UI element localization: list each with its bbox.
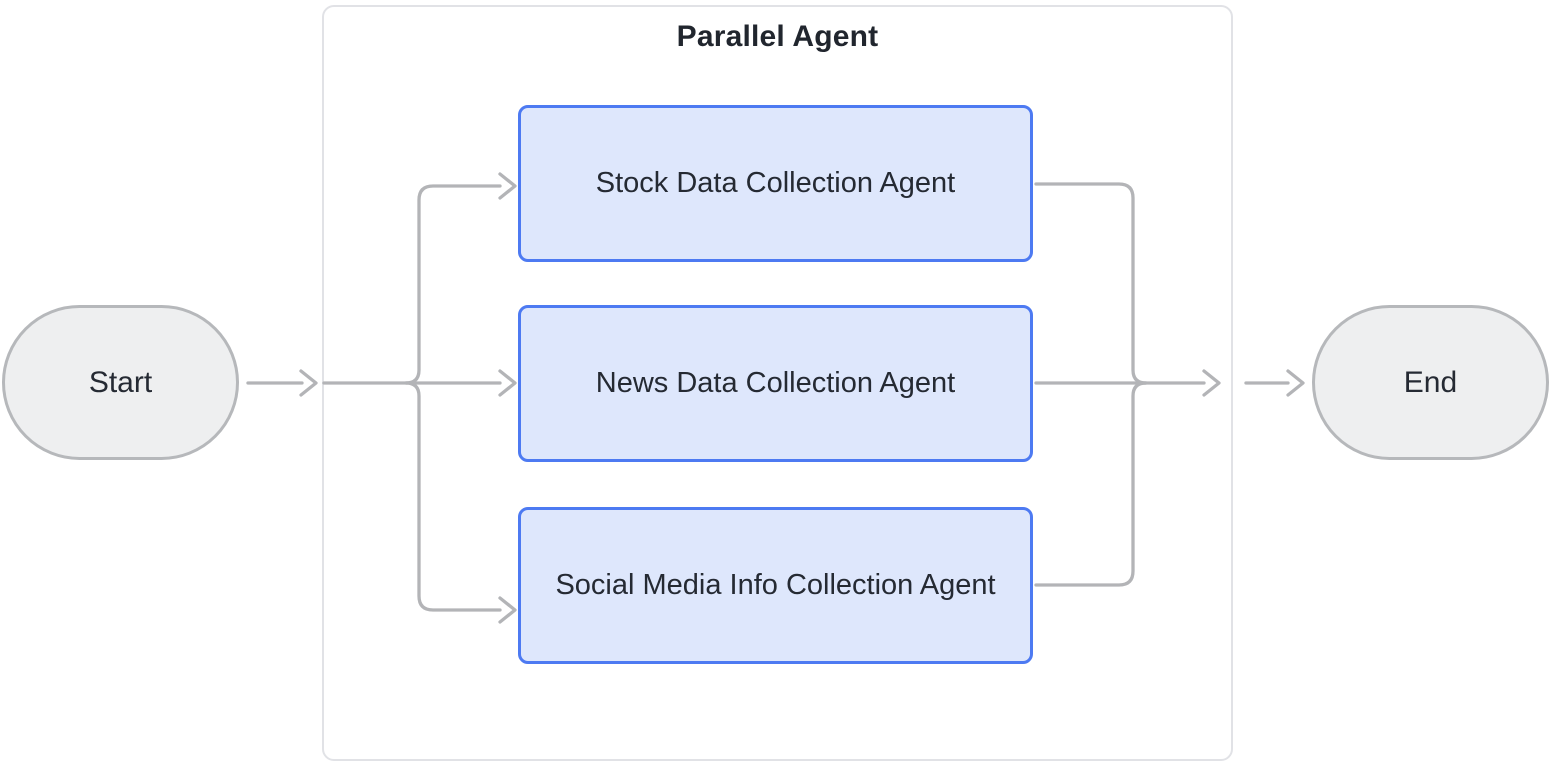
node-stock-agent-label: Stock Data Collection Agent [595, 167, 956, 199]
edge-stock-agent-to-merge [1034, 182, 1148, 385]
arrowhead-end [1286, 369, 1305, 397]
node-end-label: End [1403, 365, 1458, 399]
node-stock-data-collection-agent: Stock Data Collection Agent [518, 105, 1033, 262]
node-social-agent-label: Social Media Info Collection Agent [555, 569, 996, 601]
arrowhead-start-to-group [299, 369, 318, 397]
edge-branch-to-social-agent [404, 381, 502, 612]
node-start: Start [2, 305, 239, 460]
edge-social-agent-to-merge [1034, 381, 1148, 587]
arrowhead-news-agent [498, 369, 517, 397]
edge-branch-to-stock-agent [404, 184, 502, 385]
node-news-agent-label: News Data Collection Agent [595, 367, 956, 399]
arrowhead-stock-agent [498, 172, 517, 200]
node-start-label: Start [88, 365, 153, 399]
group-title: Parallel Agent [676, 20, 879, 53]
node-social-media-info-collection-agent: Social Media Info Collection Agent [518, 507, 1033, 664]
arrowhead-merge-to-group-border [1202, 369, 1221, 397]
node-news-data-collection-agent: News Data Collection Agent [518, 305, 1033, 462]
node-end: End [1312, 305, 1549, 460]
arrowhead-social-agent [498, 596, 517, 624]
